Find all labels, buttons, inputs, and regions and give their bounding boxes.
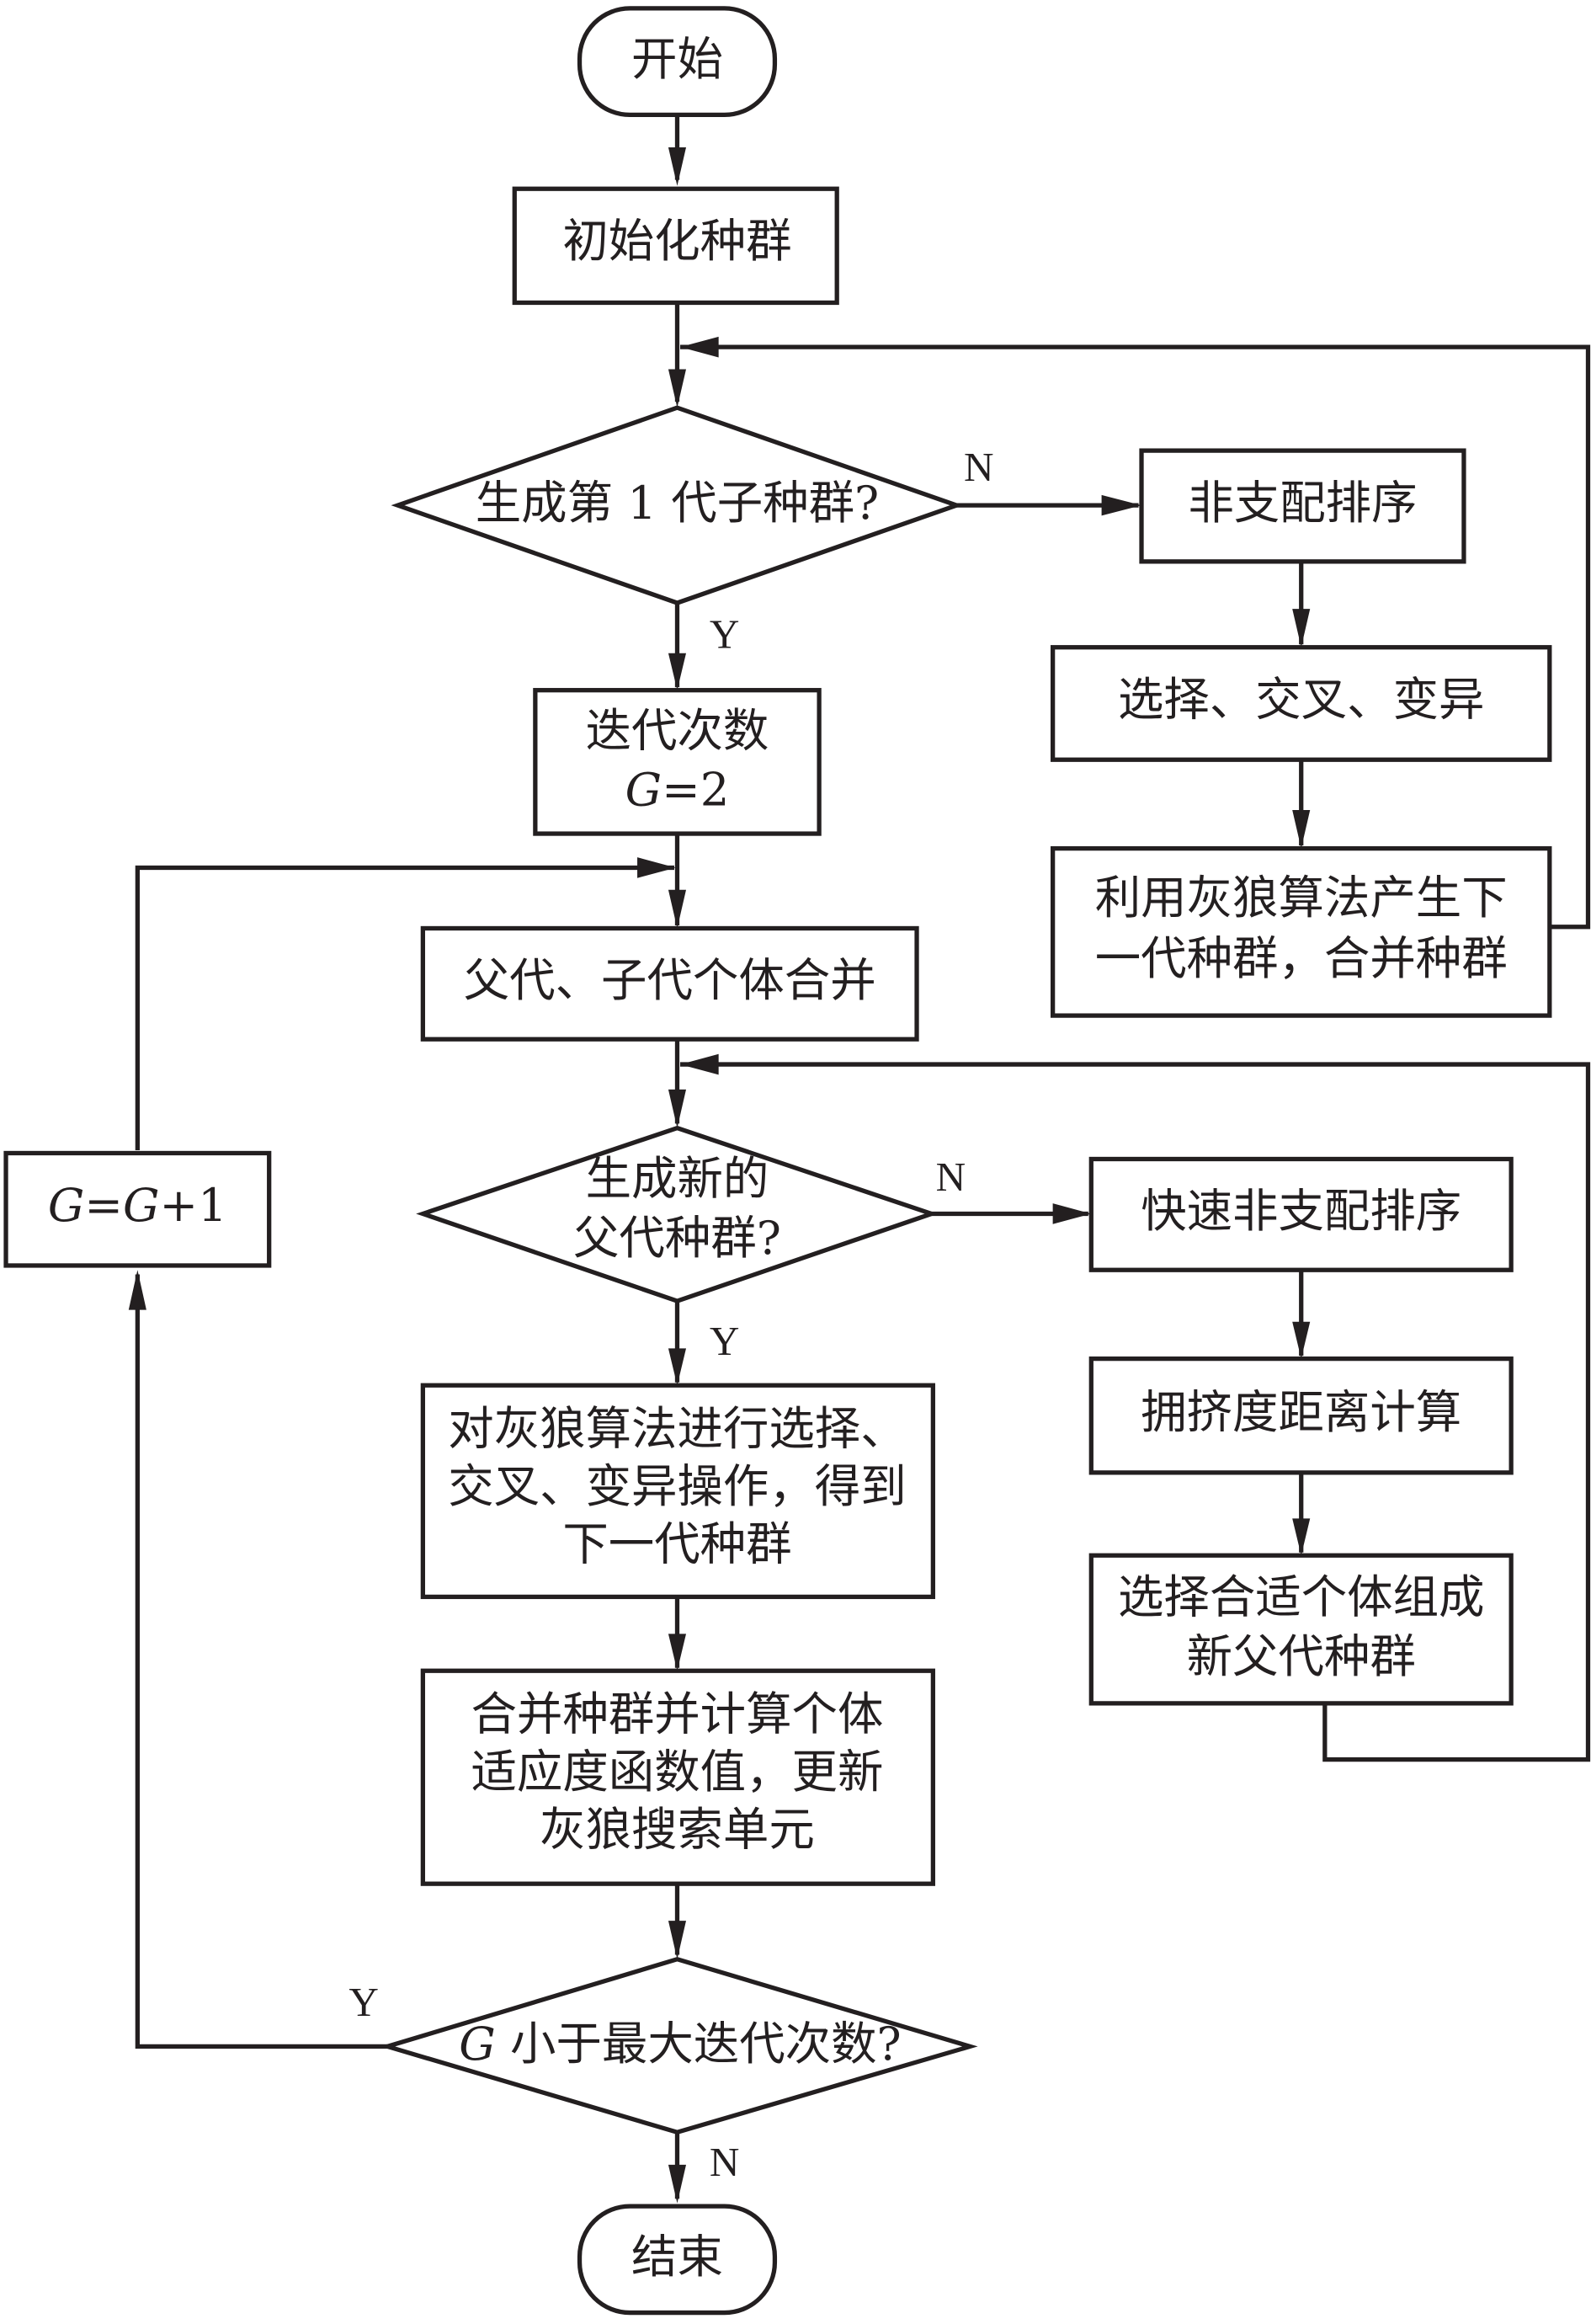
- node-start-label: 开始: [631, 32, 723, 86]
- node-sel1: 选择、交叉、变异: [1050, 645, 1552, 762]
- edge-dec3-inc: [135, 1274, 388, 2049]
- arrow-icon: [679, 336, 719, 358]
- node-merge-label: 父代、子代个体合并: [464, 953, 876, 1007]
- edge-label-dec2-no: N: [936, 1154, 966, 1200]
- node-selnew: 选择合适个体组成 新父代种群: [1088, 1553, 1514, 1706]
- node-dec2-line2: 父代种群?: [573, 1211, 781, 1265]
- arrow-icon: [128, 1270, 146, 1310]
- node-init: 初始化种群: [512, 186, 839, 306]
- arrow-icon: [668, 1089, 687, 1128]
- arrow-icon: [1292, 1321, 1311, 1359]
- node-gwo2-line1: 对灰狼算法进行选择、: [448, 1401, 906, 1455]
- node-iter-line2: G=2: [625, 763, 730, 817]
- arrow-icon: [668, 1921, 687, 1959]
- node-nds: 非支配排序: [1139, 448, 1466, 564]
- node-merge: 父代、子代个体合并: [420, 925, 919, 1042]
- node-gwo2-line3: 下一代种群: [562, 1516, 791, 1570]
- arrow-icon: [668, 1634, 687, 1671]
- edge-label-dec3-no: N: [710, 2139, 740, 2185]
- node-iter-line1: 迭代次数: [586, 703, 769, 757]
- node-init-label: 初始化种群: [562, 214, 791, 268]
- node-gwo1-line2: 一代种群，合并种群: [1095, 931, 1508, 985]
- node-dec3-label: G 小于最大迭代次数?: [459, 2017, 901, 2071]
- arrow-icon: [668, 1348, 687, 1386]
- node-gwo1: 利用灰狼算法产生下 一代种群，合并种群: [1050, 845, 1552, 1018]
- node-dec3: G 小于最大迭代次数?: [379, 1957, 978, 2135]
- node-gwo2: 对灰狼算法进行选择、 交叉、变异操作，得到 下一代种群: [420, 1383, 935, 1600]
- edge-gwo1-dec1: [679, 344, 1591, 930]
- node-gwo2-line2: 交叉、变异操作，得到: [448, 1459, 906, 1513]
- arrow-icon: [679, 1053, 719, 1075]
- edge-label-dec1-yes: Y: [710, 610, 740, 657]
- node-fit: 合并种群并计算个体 适应度函数值，更新 灰狼搜索单元: [420, 1668, 935, 1886]
- node-dec1: 生成第 1 代子种群?: [391, 405, 964, 605]
- arrow-icon: [668, 147, 687, 186]
- arrow-icon: [668, 653, 687, 690]
- node-inc-label: G=G+1: [48, 1178, 227, 1232]
- arrow-icon: [1101, 494, 1142, 516]
- arrow-icon: [637, 857, 676, 878]
- node-crowd: 拥挤度距离计算: [1088, 1356, 1514, 1475]
- node-dec1-label: 生成第 1 代子种群?: [476, 476, 880, 530]
- edge-label-dec3-yes: Y: [349, 1979, 379, 2025]
- node-gwo1-line1: 利用灰狼算法产生下: [1095, 871, 1508, 925]
- node-selnew-line2: 新父代种群: [1187, 1629, 1416, 1683]
- edge-inc-merge: [135, 865, 674, 1150]
- node-end-label: 结束: [631, 2230, 723, 2284]
- node-fnds-label: 快速非支配排序: [1141, 1184, 1461, 1238]
- edge-selnew-dec2: [679, 1062, 1591, 1762]
- arrow-icon: [1052, 1203, 1092, 1224]
- arrow-icon: [1292, 809, 1311, 849]
- node-nds-label: 非支配排序: [1188, 476, 1417, 530]
- arrow-icon: [1292, 1518, 1311, 1556]
- arrow-icon: [668, 889, 687, 929]
- edge-label-dec2-yes: Y: [710, 1318, 740, 1364]
- node-fit-line2: 适应度函数值，更新: [471, 1745, 884, 1799]
- node-sel1-label: 选择、交叉、变异: [1118, 672, 1484, 726]
- connectors: [128, 115, 1591, 2204]
- edge-label-dec1-no: N: [964, 444, 994, 490]
- node-fit-line3: 灰狼搜索单元: [540, 1802, 815, 1856]
- node-dec2: 生成新的 父代种群?: [416, 1125, 939, 1303]
- node-crowd-label: 拥挤度距离计算: [1141, 1385, 1461, 1439]
- node-start: 开始: [577, 6, 778, 118]
- node-dec2-line1: 生成新的: [586, 1152, 769, 1206]
- node-iter: 迭代次数 G=2: [533, 688, 822, 836]
- node-end: 结束: [577, 2204, 778, 2316]
- node-inc: G=G+1: [3, 1150, 272, 1268]
- node-selnew-line1: 选择合适个体组成: [1118, 1570, 1484, 1624]
- arrow-icon: [668, 2164, 687, 2204]
- node-fnds: 快速非支配排序: [1088, 1156, 1514, 1272]
- arrow-icon: [1292, 609, 1311, 648]
- arrow-icon: [668, 369, 687, 408]
- node-fit-line1: 合并种群并计算个体: [471, 1687, 884, 1740]
